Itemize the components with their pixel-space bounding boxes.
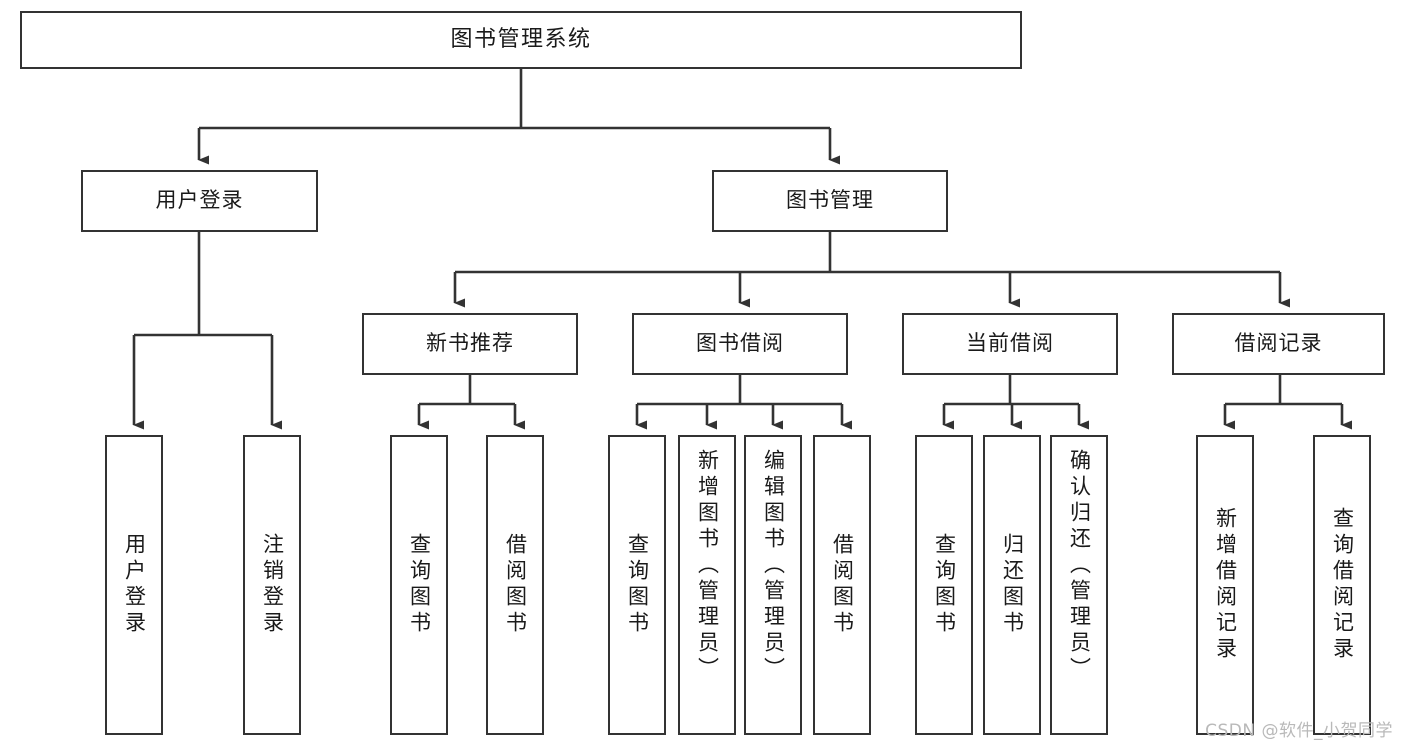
node-leaf-add-borrow-record[interactable]: 新增借阅记录 xyxy=(1196,435,1254,735)
node-label: 查询图书 xyxy=(407,533,432,637)
node-label: 借阅图书 xyxy=(503,533,528,637)
node-label: 借阅记录 xyxy=(1234,331,1323,356)
node-label: 用户登录 xyxy=(122,533,147,637)
node-label: 归还图书 xyxy=(1000,533,1025,637)
node-leaf-query-book-recommend[interactable]: 查询图书 xyxy=(390,435,448,735)
node-leaf-return-book[interactable]: 归还图书 xyxy=(983,435,1041,735)
node-leaf-borrow-book-recommend[interactable]: 借阅图书 xyxy=(486,435,544,735)
node-label: 编辑图书（管理员） xyxy=(761,449,786,683)
node-leaf-query-book-current[interactable]: 查询图书 xyxy=(915,435,973,735)
node-label: 查询图书 xyxy=(932,533,957,637)
node-user-login[interactable]: 用户登录 xyxy=(81,170,318,232)
node-current-borrowing[interactable]: 当前借阅 xyxy=(902,313,1118,375)
node-label: 查询借阅记录 xyxy=(1330,507,1355,663)
node-book-management[interactable]: 图书管理 xyxy=(712,170,948,232)
node-label: 新书推荐 xyxy=(426,331,514,356)
node-label: 借阅图书 xyxy=(830,533,855,637)
node-label: 图书管理 xyxy=(786,188,874,213)
node-label: 注销登录 xyxy=(260,533,285,637)
node-leaf-confirm-return-admin[interactable]: 确认归还（管理员） xyxy=(1050,435,1108,735)
node-leaf-add-book-admin[interactable]: 新增图书（管理员） xyxy=(678,435,736,735)
node-leaf-edit-book-admin[interactable]: 编辑图书（管理员） xyxy=(744,435,802,735)
node-label: 新增图书（管理员） xyxy=(695,449,720,683)
node-label: 查询图书 xyxy=(625,533,650,637)
node-label: 图书管理系统 xyxy=(450,26,592,52)
csdn-watermark: CSDN @软件_小贺同学 xyxy=(1205,721,1393,741)
node-leaf-user-logout[interactable]: 注销登录 xyxy=(243,435,301,735)
node-label: 用户登录 xyxy=(155,188,244,213)
node-book-borrowing[interactable]: 图书借阅 xyxy=(632,313,848,375)
node-label: 新增借阅记录 xyxy=(1213,507,1238,663)
node-leaf-borrow-book[interactable]: 借阅图书 xyxy=(813,435,871,735)
node-borrowing-record[interactable]: 借阅记录 xyxy=(1172,313,1385,375)
node-leaf-query-book-borrow[interactable]: 查询图书 xyxy=(608,435,666,735)
node-label: 确认归还（管理员） xyxy=(1067,449,1092,683)
node-root-book-management-system[interactable]: 图书管理系统 xyxy=(20,11,1022,69)
node-leaf-query-borrow-record[interactable]: 查询借阅记录 xyxy=(1313,435,1371,735)
node-new-book-recommendation[interactable]: 新书推荐 xyxy=(362,313,578,375)
node-label: 图书借阅 xyxy=(696,331,784,356)
node-label: 当前借阅 xyxy=(966,331,1054,356)
node-leaf-user-login[interactable]: 用户登录 xyxy=(105,435,163,735)
